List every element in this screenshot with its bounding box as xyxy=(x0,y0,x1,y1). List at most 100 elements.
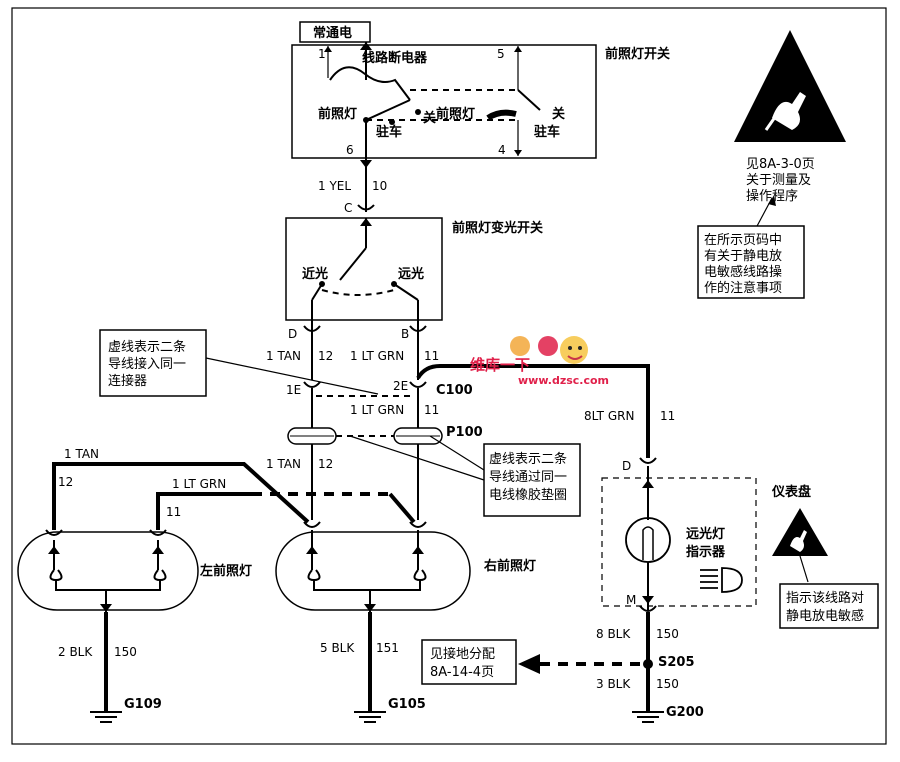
right-filament-b xyxy=(413,569,427,582)
indicator-label-line2: 指示器 xyxy=(686,544,726,560)
right-arrow-b xyxy=(412,546,424,554)
connector-1e xyxy=(303,381,321,388)
wire-ltgrn-left-num: 11 xyxy=(166,505,181,519)
splice-s205 xyxy=(643,659,653,669)
diagram-frame xyxy=(11,7,887,745)
wire-blk-left-num: 150 xyxy=(114,645,137,659)
switch-contact-block xyxy=(486,109,517,121)
g109-label: G109 xyxy=(124,697,162,712)
right-headlamp-conn-b xyxy=(409,521,427,528)
s205-label: S205 xyxy=(658,655,695,670)
ground-symbol-icon xyxy=(354,711,386,723)
connector-d2 xyxy=(639,457,657,464)
wire-blk-mid-label: 5 BLK xyxy=(320,641,355,655)
esd-circuit-note-box xyxy=(779,583,879,629)
esd-note-line2: 有关于静电放 xyxy=(704,249,782,264)
off-right: 关 xyxy=(552,106,565,122)
wire-blk-right2-label: 3 BLK xyxy=(596,677,631,691)
note-gr-line2: 导线通过同一 xyxy=(489,470,567,485)
dimmer-dash xyxy=(321,289,395,296)
right-headlamp-conn-a xyxy=(303,521,321,528)
connector-c xyxy=(357,204,375,211)
indicator-arrow-top xyxy=(642,480,654,488)
connector-m-label: M xyxy=(626,593,636,607)
connector-1e-label: 1E xyxy=(286,383,301,397)
wire-8ltgrn-num: 11 xyxy=(660,409,675,423)
pin-4-label: 4 xyxy=(498,143,506,157)
note-dashed-connector-box xyxy=(99,329,207,397)
note-grommet-box xyxy=(483,443,581,517)
esd-ref-line2: 关于测量及 xyxy=(746,173,811,188)
esd-circuit-line2: 静电放电敏感 xyxy=(786,608,864,624)
wire-tan-left-label: 1 TAN xyxy=(64,447,99,461)
esd-ref-line3: 操作程序 xyxy=(746,188,798,204)
esd-circuit-pointer xyxy=(799,555,809,583)
pin1-arrow xyxy=(324,46,332,52)
headlamp-pos-right: 前照灯 xyxy=(436,106,475,122)
wire-8ltgrn xyxy=(416,364,650,458)
off-left: 关 xyxy=(423,110,436,126)
connector-2e xyxy=(409,381,427,388)
wire-ltgrn-b-num: 11 xyxy=(424,403,439,417)
circuit-breaker-label: 线路断电器 xyxy=(362,50,428,66)
watermark-url: www.dzsc.com xyxy=(518,374,609,387)
ground-ref-line1: 见接地分配 xyxy=(430,646,495,662)
note-dc-line1: 虚线表示二条 xyxy=(108,339,186,355)
pin-5-label: 5 xyxy=(497,47,505,61)
esd-warning-icon xyxy=(772,508,828,556)
left-headlamp-housing xyxy=(17,531,199,611)
esd-circuit-line1: 指示该线路对 xyxy=(786,590,864,606)
left-headlamp-label: 左前照灯 xyxy=(200,563,252,579)
note-dc-line3: 连接器 xyxy=(108,373,147,389)
g105-label: G105 xyxy=(388,697,426,712)
connector-m xyxy=(639,605,657,612)
high-lead-a xyxy=(393,283,419,301)
left-filament-a xyxy=(49,569,63,582)
headlamp-switch-box xyxy=(291,44,597,159)
dimmer-blade xyxy=(339,247,367,281)
wire-ltgrn-left xyxy=(156,492,252,530)
wire-tan-left-num: 12 xyxy=(58,475,73,489)
wire-ltgrn-left-label: 1 LT GRN xyxy=(172,477,226,491)
left-arrow-a xyxy=(48,546,60,554)
grommet-p100-right xyxy=(393,427,443,445)
indicator-arrow-bottom xyxy=(642,596,654,604)
left-headlamp-conn-a xyxy=(45,529,63,536)
headlamp-switch-title: 前照灯开关 xyxy=(605,46,670,62)
left-switch-blade xyxy=(365,99,411,121)
park-right: 驻车 xyxy=(534,124,560,140)
esd-ref-pointer-head xyxy=(768,196,776,206)
contact-off xyxy=(415,109,421,115)
high-beam-symbol-icon xyxy=(700,567,743,593)
wire-ltgrn-a-num: 11 xyxy=(424,349,439,363)
pin6-arrow xyxy=(360,160,372,168)
connector-d-label: D xyxy=(288,327,297,341)
watermark-logo xyxy=(510,336,588,364)
wire-blk-right2-num: 150 xyxy=(656,677,679,691)
pin5-arrow xyxy=(514,46,522,52)
ground-symbol-icon xyxy=(90,711,122,723)
constant-power-box xyxy=(299,21,371,43)
right-filament-common xyxy=(313,580,421,591)
esd-note-line3: 电敏感线路操 xyxy=(704,264,782,280)
connector-b-label: B xyxy=(401,327,409,341)
connector-2e-label: 2E xyxy=(393,379,408,393)
esd-ref-line1: 见8A-3-0页 xyxy=(746,157,815,172)
arrow-pin1 xyxy=(360,42,372,50)
right-headlamp-housing xyxy=(275,531,471,611)
esd-note-box xyxy=(697,225,805,299)
pin-6-label: 6 xyxy=(346,143,354,157)
wire-blk-left-label: 2 BLK xyxy=(58,645,93,659)
wire-tan-a-label: 1 TAN xyxy=(266,349,301,363)
right-arrow-a xyxy=(306,546,318,554)
left-ground-arrow xyxy=(100,604,112,612)
wire-tan-left xyxy=(52,462,310,530)
right-filament-a xyxy=(307,569,321,582)
esd-warning-icon xyxy=(734,30,846,142)
wire-yel-num: 10 xyxy=(372,179,387,193)
connector-d2-label: D xyxy=(622,459,631,473)
instrument-panel-label: 仪表盘 xyxy=(771,484,811,500)
left-filament-common xyxy=(55,580,161,591)
right-ground-arrow xyxy=(364,604,376,612)
